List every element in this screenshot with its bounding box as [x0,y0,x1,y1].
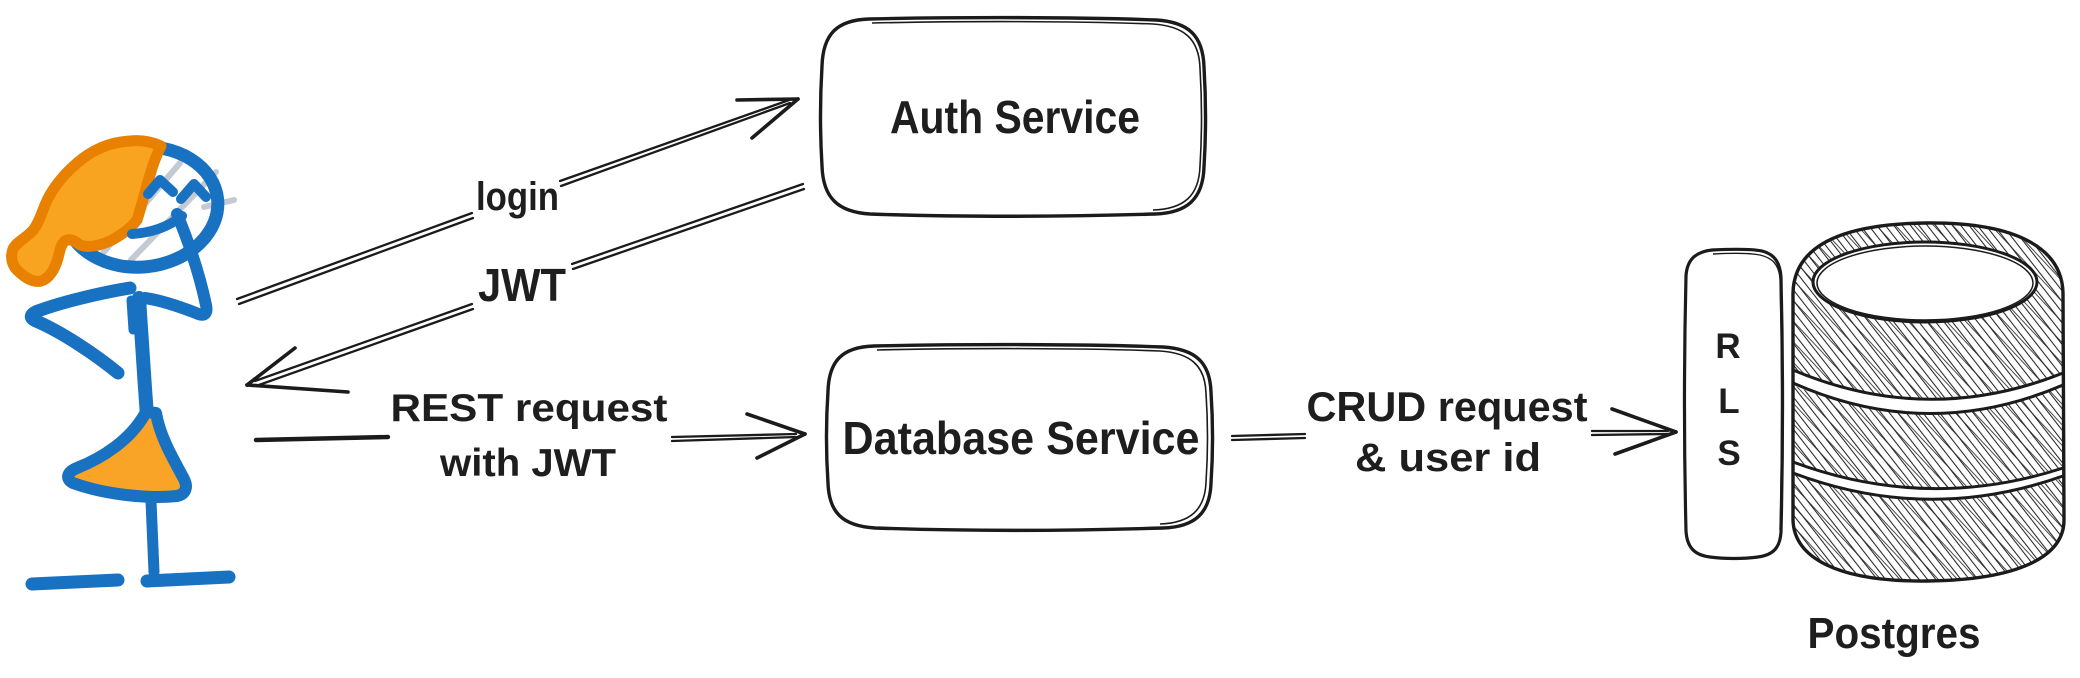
svg-text:Auth Service: Auth Service [890,91,1140,143]
svg-text:S: S [1717,434,1740,473]
svg-text:L: L [1718,382,1739,421]
svg-text:REST request: REST request [391,387,668,430]
svg-text:CRUD request: CRUD request [1307,383,1588,430]
svg-text:Database Service: Database Service [843,412,1200,464]
svg-text:login: login [476,175,559,219]
svg-text:JWT: JWT [478,259,566,311]
svg-text:& user id: & user id [1355,436,1541,480]
svg-text:R: R [1715,327,1740,366]
svg-text:with JWT: with JWT [439,442,616,485]
svg-text:Postgres: Postgres [1808,609,1981,658]
